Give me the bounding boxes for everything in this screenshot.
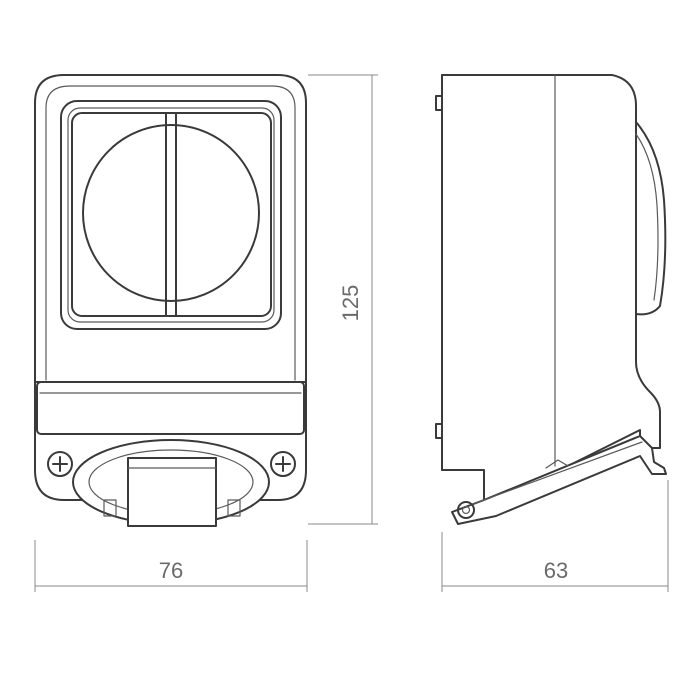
flap-hinge-left [103, 499, 117, 517]
width-dimension: 76 [34, 540, 308, 592]
rotary-switch-circle [82, 124, 260, 302]
side-window-cover [635, 121, 667, 316]
height-dimension: 125 [308, 74, 378, 525]
lower-band [36, 381, 305, 435]
side-body-outline [441, 74, 661, 501]
depth-dimension: 63 [441, 480, 669, 592]
width-dimension-label: 76 [159, 558, 183, 583]
flap-hinge-right [227, 499, 241, 517]
pivot-screw-icon [457, 501, 475, 519]
window-frame-inner [67, 107, 275, 323]
mount-tab-top [435, 95, 443, 111]
side-view [435, 74, 667, 525]
window-cover [71, 112, 272, 317]
socket-flap [127, 457, 217, 527]
side-window-cover-inner [635, 133, 659, 301]
screw-left-icon [47, 451, 73, 477]
front-view [34, 74, 307, 527]
mount-tab-bottom [435, 423, 443, 439]
window-frame [60, 100, 282, 330]
height-dimension-label: 125 [338, 285, 363, 322]
front-housing-inner-outline [45, 85, 296, 381]
side-flap [451, 435, 667, 525]
side-flap-notch [545, 459, 569, 469]
depth-dimension-label: 63 [544, 558, 568, 583]
side-flap-line [469, 441, 643, 506]
front-housing-outline [34, 74, 307, 383]
screw-right-icon [270, 451, 296, 477]
